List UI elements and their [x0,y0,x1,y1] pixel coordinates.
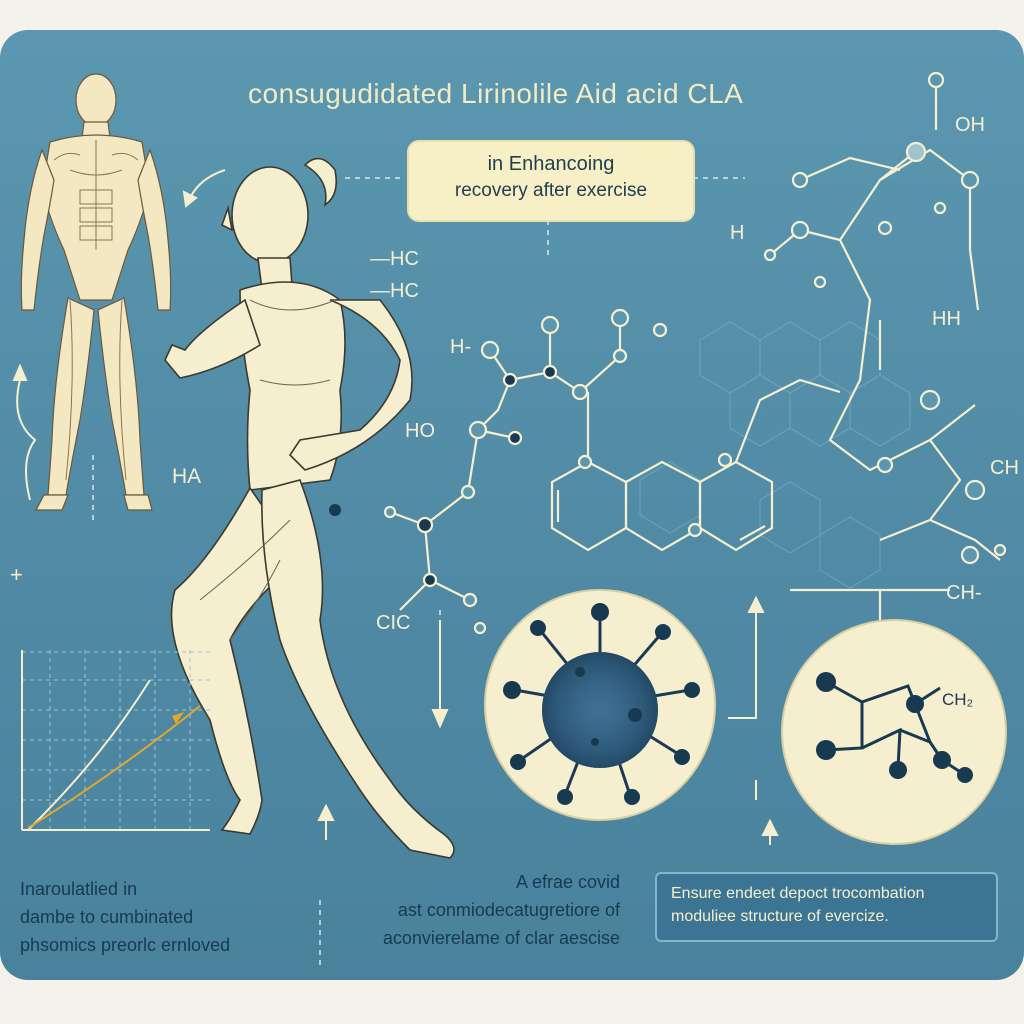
callout-box: in Enhancoing recovery after exercise [407,140,695,222]
label-cic: CIC [376,612,411,634]
running-woman-figure [164,157,455,859]
virus-particle-circle [484,589,716,821]
label-ch-right: CH [990,457,1019,479]
label-ch2: CH₂ [942,690,974,709]
callout-line-1: in Enhancoing [487,153,615,175]
label-ha: HA [172,465,202,488]
note-middle: A efrae covid ast conmiodecatugretiore o… [330,868,620,952]
curved-arrows [12,169,226,501]
label-hc-1: —HC [370,248,419,270]
label-oh: OH [955,114,985,136]
flow-arrows [317,595,779,845]
note-left-line-2: dambe to cumbinated [20,907,194,927]
molecule-ch2-circle [781,619,1007,845]
note-box-line-2: moduliee structure of evercize. [671,908,889,925]
callout-line-2: recovery after exercise [454,180,648,201]
label-hh: HH [932,308,961,330]
note-left-line-1: Inaroulatlied in [20,879,138,899]
note-box-right: Ensure endeet depoct trocombation moduli… [655,872,998,942]
label-ho: HO [405,420,435,442]
label-h-dash: H- [450,336,472,358]
molecule-ring-system [550,80,1001,700]
note-left: Inaroulatlied in dambe to cumbinated phs… [20,875,280,959]
hexagon-grid-background [639,321,911,589]
label-hc-2: —HC [370,280,419,302]
label-hs: H [730,222,745,244]
plus-icon: + [10,562,23,587]
note-middle-line-2: ast conmiodecatugretiore of [397,900,620,920]
mini-line-chart [21,650,210,831]
molecule-atoms [383,71,1007,635]
infographic-title: consugudidated Lirinolile Aid acid CLA [248,78,744,109]
note-middle-line-1: A efrae covid [515,872,620,892]
note-left-line-3: phsomics preorlc ernloved [20,935,231,955]
human-body-muscle-figure [20,73,172,511]
note-middle-line-3: aconvierelame of clar aescise [382,928,620,948]
label-ch-bottom: CH- [946,582,982,604]
note-box-line-1: Ensure endeet depoct trocombation [671,885,925,902]
